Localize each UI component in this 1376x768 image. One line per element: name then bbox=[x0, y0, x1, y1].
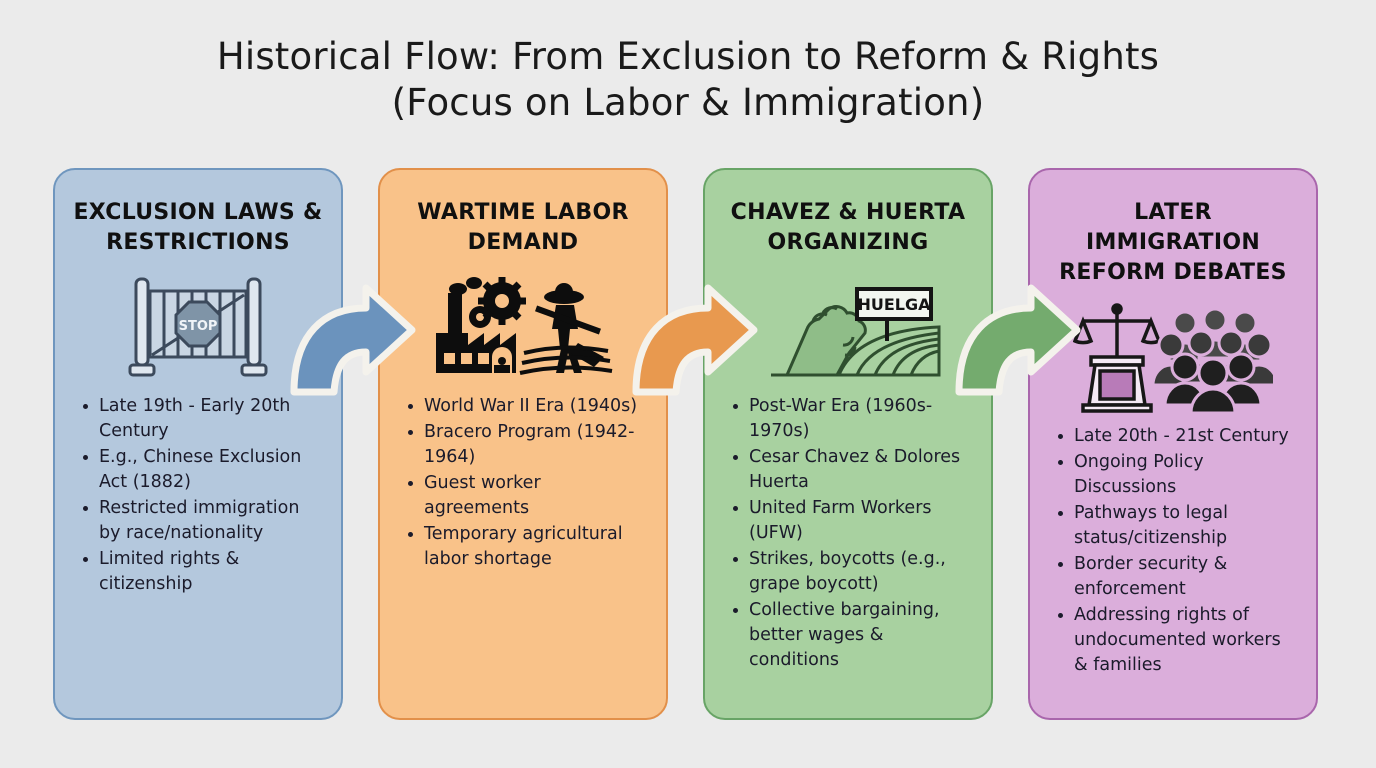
panel-title-later-immigration-reform-debates: LATER IMMIGRATION REFORM DEBATES bbox=[1059, 200, 1287, 285]
panel-later-immigration-reform-debates[interactable]: LATER IMMIGRATION REFORM DEBATES bbox=[1028, 168, 1318, 720]
list-item: Guest worker agreements bbox=[402, 471, 648, 521]
list-item: Bracero Program (1942-1964) bbox=[402, 420, 648, 470]
bullet-list-chavez-huerta-organizing: Post-War Era (1960s-1970s) Cesar Chavez … bbox=[723, 394, 973, 673]
panel-wartime-labor-demand[interactable]: WARTIME LABOR DEMAND bbox=[378, 168, 668, 720]
list-item: Limited rights & citizenship bbox=[77, 547, 323, 597]
title-line-1: Historical Flow: From Exclusion to Refor… bbox=[216, 35, 1160, 78]
list-item: Cesar Chavez & Dolores Huerta bbox=[727, 445, 973, 495]
list-item: Post-War Era (1960s-1970s) bbox=[727, 394, 973, 444]
list-item: Late 19th - Early 20th Century bbox=[77, 394, 323, 444]
panel-title-chavez-huerta-organizing: CHAVEZ & HUERTA ORGANIZING bbox=[730, 200, 966, 255]
list-item: Temporary agricultural labor shortage bbox=[402, 522, 648, 572]
list-item: Restricted immigration by race/nationali… bbox=[77, 496, 323, 546]
panel-title-exclusion-laws: EXCLUSION LAWS & RESTRICTIONS bbox=[73, 200, 323, 255]
huelga-sign-label: HUELGA bbox=[857, 295, 931, 314]
clasped-hands-huelga-sign-field-icon: HUELGA bbox=[723, 268, 973, 386]
list-item: Collective bargaining, better wages & co… bbox=[727, 598, 973, 673]
list-item: Strikes, boycotts (e.g., grape boycott) bbox=[727, 547, 973, 597]
factory-gears-farmworker-icon bbox=[398, 268, 648, 386]
list-item: Late 20th - 21st Century bbox=[1052, 424, 1298, 449]
page-title: Historical Flow: From Exclusion to Refor… bbox=[0, 0, 1376, 126]
list-item: Addressing rights of undocumented worker… bbox=[1052, 603, 1298, 678]
gate-stop-sign-icon: STOP bbox=[73, 268, 323, 386]
bullet-list-later-immigration-reform-debates: Late 20th - 21st Century Ongoing Policy … bbox=[1048, 424, 1298, 678]
scales-of-justice-crowd-icon bbox=[1048, 298, 1298, 416]
panel-exclusion-laws[interactable]: EXCLUSION LAWS & RESTRICTIONS bbox=[53, 168, 343, 720]
flow-diagram: EXCLUSION LAWS & RESTRICTIONS bbox=[0, 168, 1376, 724]
stop-sign-label: STOP bbox=[179, 319, 218, 334]
title-line-2: (Focus on Labor & Immigration) bbox=[391, 81, 985, 124]
bullet-list-wartime-labor-demand: World War II Era (1940s) Bracero Program… bbox=[398, 394, 648, 572]
list-item: Border security & enforcement bbox=[1052, 552, 1298, 602]
panel-title-wartime-labor-demand: WARTIME LABOR DEMAND bbox=[417, 200, 629, 255]
bullet-list-exclusion-laws: Late 19th - Early 20th Century E.g., Chi… bbox=[73, 394, 323, 597]
list-item: E.g., Chinese Exclusion Act (1882) bbox=[77, 445, 323, 495]
list-item: Pathways to legal status/citizenship bbox=[1052, 501, 1298, 551]
list-item: United Farm Workers (UFW) bbox=[727, 496, 973, 546]
panel-chavez-huerta-organizing[interactable]: CHAVEZ & HUERTA ORGANIZING bbox=[703, 168, 993, 720]
list-item: World War II Era (1940s) bbox=[402, 394, 648, 419]
list-item: Ongoing Policy Discussions bbox=[1052, 450, 1298, 500]
